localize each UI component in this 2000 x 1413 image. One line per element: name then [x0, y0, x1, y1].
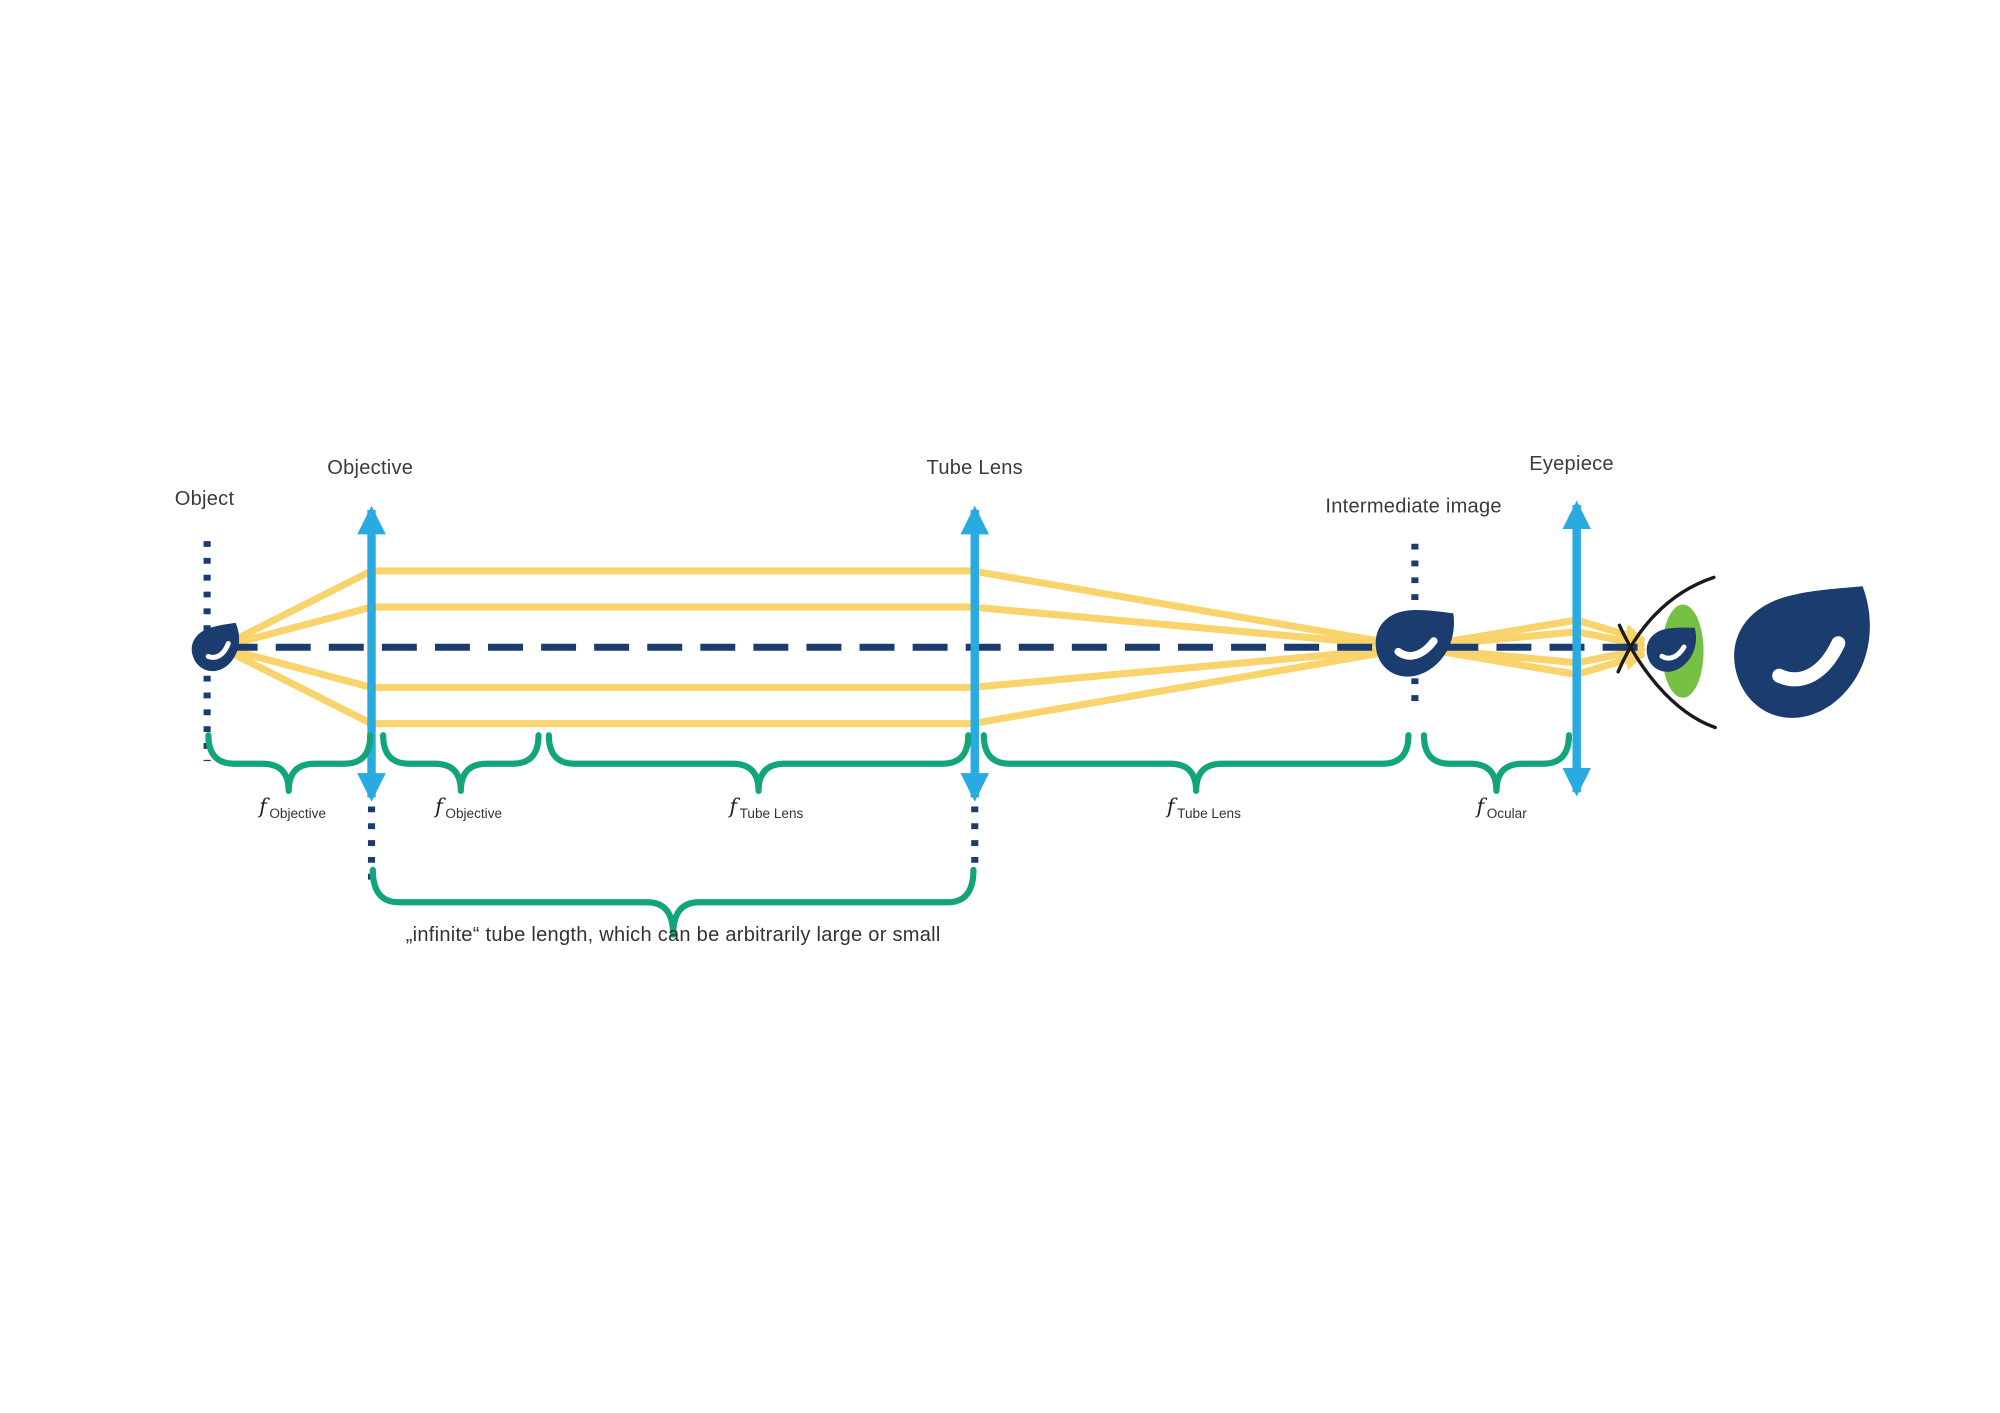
tube-lens-label: Tube Lens [926, 456, 1023, 479]
focal-subscript: Objective [269, 806, 327, 823]
light-ray-upper-outer [216, 567, 1581, 678]
intermediate-image-label: Intermediate image [1325, 495, 1502, 518]
lens-arrows [357, 500, 1592, 802]
brace-f-tube-lens-back [980, 732, 1412, 795]
lower-eyelid-line [1617, 623, 1717, 730]
focal-symbol: f [435, 793, 443, 819]
focal-length-braces [205, 732, 1573, 938]
brand-leaf-icon [1728, 585, 1879, 723]
brace-f-objective-front [205, 732, 374, 795]
intermediate-image-leaf-icon [1372, 605, 1455, 681]
focal-symbol: f [259, 793, 267, 819]
plane-markers [203, 541, 1419, 889]
focal-subscript: Ocular [1486, 806, 1527, 823]
upper-eyelid-line [1616, 575, 1716, 674]
eyepiece-label: Eyepiece [1529, 453, 1614, 476]
objective-label: Objective [327, 456, 414, 479]
tube-length-caption: „infinite“ tube length, which can be arb… [405, 924, 941, 947]
focal-symbol: f [1166, 793, 1175, 819]
object-label: Object [174, 488, 235, 511]
brace-f-ocular [1420, 732, 1573, 795]
focal-subscript: Tube Lens [739, 806, 804, 823]
focal-subscript: Objective [445, 806, 503, 823]
brace-f-objective-back [380, 732, 542, 795]
brace-f-tube-lens-front [545, 732, 972, 795]
light-ray-lower-outer [216, 616, 1581, 728]
focal-subscript: Tube Lens [1177, 806, 1241, 823]
brace-infinite-tube-length [369, 866, 977, 938]
eye-icon [1616, 575, 1717, 730]
object-leaf-icon [188, 622, 244, 674]
focal-symbol: f [729, 793, 738, 819]
focal-symbol: f [1476, 793, 1485, 819]
